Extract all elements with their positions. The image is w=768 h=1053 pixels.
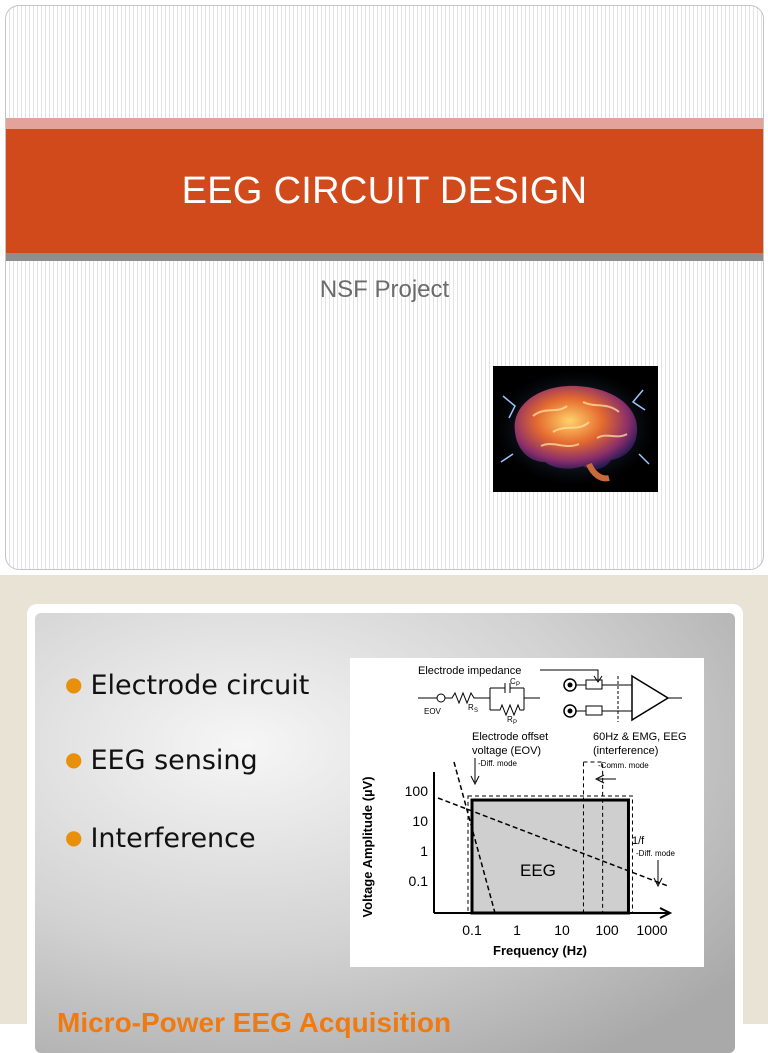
rs-subscript: S (474, 708, 478, 714)
bullet-eeg-sensing: ● EEG sensing (65, 745, 258, 776)
content-slide-frame[interactable]: ● Electrode circuit ● EEG sensing ● Interfe… (0, 575, 768, 1053)
interference-annotation: 60Hz & EMG, EEG (593, 731, 687, 743)
bullet-text: Interference (90, 823, 256, 854)
title-slide[interactable]: EEG CIRCUIT DESIGN NSF Project (5, 5, 764, 570)
eov-annotation: Electrode offset (472, 731, 548, 743)
y-axis-label: Voltage Amplitude (µV) (360, 776, 375, 917)
eeg-band-region (470, 798, 630, 915)
bullet-dot-icon: ● (65, 825, 83, 849)
section-title: Micro-Power EEG Acquisition (57, 1007, 452, 1038)
slide-subtitle: NSF Project (319, 276, 450, 303)
bullet-text: Electrode circuit (90, 670, 310, 701)
interference-mode-label: -Comm. mode (598, 761, 649, 770)
interference-band (582, 761, 604, 914)
content-panel: ● Electrode circuit ● EEG sensing ● Interfe… (35, 613, 735, 1053)
cp-label: C (510, 677, 516, 686)
bullet-text: EEG sensing (90, 745, 258, 776)
amplifier-icon (631, 674, 670, 722)
x-tick-label: 1 (513, 922, 521, 938)
x-tick-label: 10 (554, 922, 570, 938)
oneoverf-label: 1/f (632, 835, 645, 847)
chart-plot: 0.1 1 10 100 1000 100 10 1 0.1 (405, 761, 673, 938)
y-tick-label: 100 (405, 783, 429, 799)
bullet-interference: ● Interference (65, 823, 256, 854)
accent-stripe (6, 118, 763, 129)
title-band (6, 129, 763, 253)
eeg-figure: Electrode impedance EOV R S C (350, 658, 704, 967)
oneoverf-line (437, 797, 669, 887)
x-axis-label: Frequency (Hz) (493, 943, 587, 958)
bullet-dot-icon: ● (65, 747, 83, 771)
x-tick-label: 1000 (636, 922, 667, 938)
cp-subscript: P (516, 682, 520, 688)
y-tick-label: 1 (420, 843, 428, 859)
eov-source-icon (436, 693, 446, 703)
bullet-dot-icon: ● (65, 672, 83, 696)
electrode-impedance-box (585, 679, 603, 690)
eov-annotation-2: voltage (EOV) (472, 745, 541, 757)
eeg-region-label: EEG (520, 861, 556, 880)
x-tick-label: 0.1 (462, 922, 482, 938)
impedance-arrowhead (593, 675, 603, 683)
eeg-figure-svg: Electrode impedance EOV R S C (360, 665, 687, 958)
rs-resistor (445, 691, 490, 705)
impedance-label: Electrode impedance (418, 665, 521, 677)
x-axis-arrow-icon (659, 907, 673, 919)
divider-stripe (6, 253, 763, 261)
y-tick-label: 10 (412, 813, 428, 829)
rp-subscript: P (513, 720, 517, 726)
envelope-dashed (467, 795, 633, 914)
y-tick-label: 0.1 (409, 873, 429, 889)
eov-mode-label: -Diff. mode (478, 759, 518, 768)
rp-label: R (507, 715, 513, 724)
impedance-leader (540, 669, 599, 680)
brain-image (493, 366, 658, 492)
bullet-electrode-circuit: ● Electrode circuit (65, 670, 309, 701)
eov-line (453, 761, 496, 914)
rp-cp-network (489, 687, 525, 717)
x-tick-label: 100 (595, 922, 619, 938)
oneoverf-mode-label: -Diff. mode (636, 849, 676, 858)
content-slide: ● Electrode circuit ● EEG sensing ● Interfe… (27, 604, 743, 1053)
rs-label: R (468, 703, 474, 712)
electrode-impedance-box (585, 705, 603, 716)
interference-annotation-2: (interference) (593, 745, 658, 757)
eov-label: EOV (424, 707, 442, 716)
slide-title: EEG CIRCUIT DESIGN (181, 169, 588, 212)
